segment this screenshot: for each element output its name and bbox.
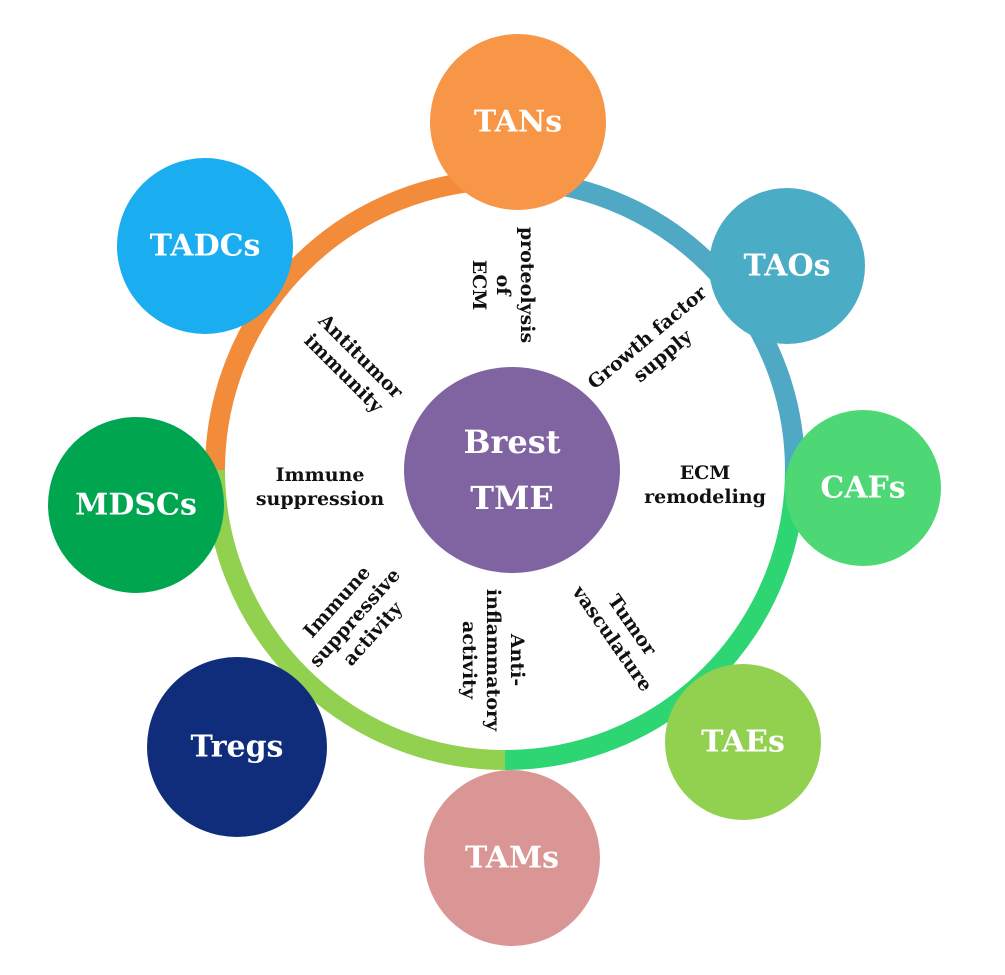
node-circle: [48, 417, 224, 593]
function-label-line: inflammatory: [482, 589, 504, 732]
function-label-line: activity: [458, 621, 480, 700]
node-taes: TAEs: [665, 664, 821, 820]
node-tans: TANs: [430, 34, 606, 210]
node-label: TAOs: [744, 249, 831, 284]
center-label-line: Brest: [463, 423, 560, 461]
ring-segment: [205, 170, 506, 471]
center-circle: [404, 367, 620, 573]
node-label: CAFs: [820, 471, 905, 506]
node-label: TANs: [474, 105, 562, 140]
function-label-line: ECM: [468, 260, 490, 311]
node-circle: [424, 770, 600, 946]
node-tams: TAMs: [424, 770, 600, 946]
node-tadcs: TADCs: [117, 158, 293, 334]
node-label: TADCs: [150, 229, 261, 264]
node-circle: [117, 158, 293, 334]
function-label-line: Anti-: [506, 633, 528, 686]
node-tregs: Tregs: [147, 657, 327, 837]
node-label: TAEs: [701, 725, 785, 760]
node-circle: [709, 188, 865, 344]
ring-segment: [205, 469, 506, 770]
node-taos: TAOs: [709, 188, 865, 344]
function-label-line: proteolysis: [516, 227, 538, 343]
node-circle: [785, 410, 941, 566]
function-label-line: ECM: [680, 462, 731, 484]
node-label: Tregs: [191, 730, 284, 765]
node-mdscs: MDSCs: [48, 417, 224, 593]
center-label-line: TME: [470, 479, 554, 517]
node-label: TAMs: [465, 841, 559, 876]
function-label-line: suppression: [256, 488, 384, 510]
node-label: MDSCs: [75, 488, 197, 523]
function-label-line: of: [492, 275, 514, 298]
function-label-line: remodeling: [644, 486, 766, 508]
node-circle: [147, 657, 327, 837]
node-cafs: CAFs: [785, 410, 941, 566]
node-circle: [665, 664, 821, 820]
node-circle: [430, 34, 606, 210]
function-label-line: Immune: [276, 464, 365, 486]
